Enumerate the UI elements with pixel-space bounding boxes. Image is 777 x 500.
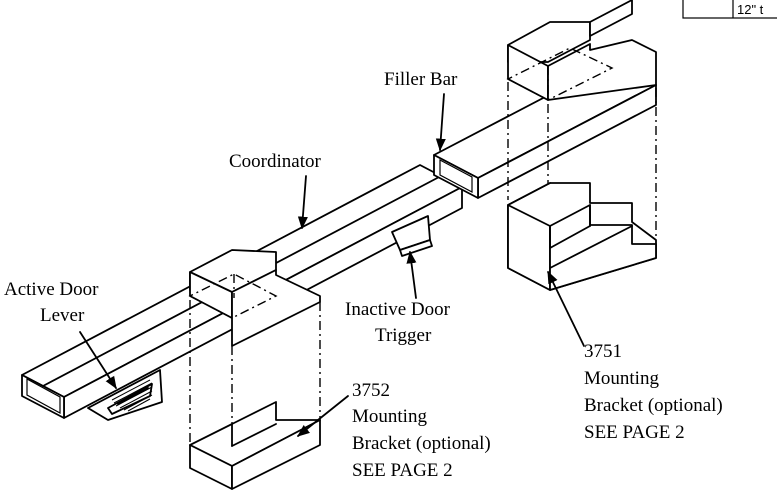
label-filler-bar: Filler Bar [384, 69, 458, 90]
bracket-3752-number: 3752 [352, 380, 390, 401]
arrow-bracket-3752 [297, 395, 349, 437]
label-active-door-lever-1: Active Door [4, 279, 99, 300]
bracket-3752 [189, 401, 321, 490]
bracket-3751-line1: Mounting [584, 368, 659, 389]
arrow-filler-bar [435, 93, 446, 152]
bracket-3751-number: 3751 [584, 341, 622, 362]
bracket-3751-line2: Bracket (optional) [584, 395, 723, 416]
bracket-3752-line1: Mounting [352, 406, 427, 427]
active-door-lever [87, 369, 163, 421]
bracket-3751-line3: SEE PAGE 2 [584, 422, 685, 443]
corner-table: 12" t [682, 0, 777, 19]
bracket-3751 [507, 182, 657, 291]
label-coordinator: Coordinator [229, 151, 321, 172]
arrow-inactive-door-trigger [406, 250, 417, 299]
label-active-door-lever-2: Lever [40, 305, 85, 326]
filler-bracket-seat [506, 0, 657, 101]
projection-lines-3751 [507, 82, 657, 240]
arrow-coordinator [297, 175, 308, 230]
label-bracket-3751: 3751 Mounting Bracket (optional) SEE PAG… [584, 341, 723, 443]
label-inactive-door-trigger-1: Inactive Door [345, 299, 451, 320]
corner-table-text: 12" t [737, 2, 764, 17]
arrow-bracket-3751 [547, 270, 585, 347]
label-bracket-3752: 3752 Mounting Bracket (optional) SEE PAG… [352, 380, 491, 481]
bracket-3752-line2: Bracket (optional) [352, 433, 491, 454]
label-inactive-door-trigger-2: Trigger [375, 325, 432, 346]
coordinator-bracket-seat [188, 249, 321, 347]
bracket-3752-line3: SEE PAGE 2 [352, 460, 453, 481]
arrow-active-door-lever [79, 331, 117, 390]
